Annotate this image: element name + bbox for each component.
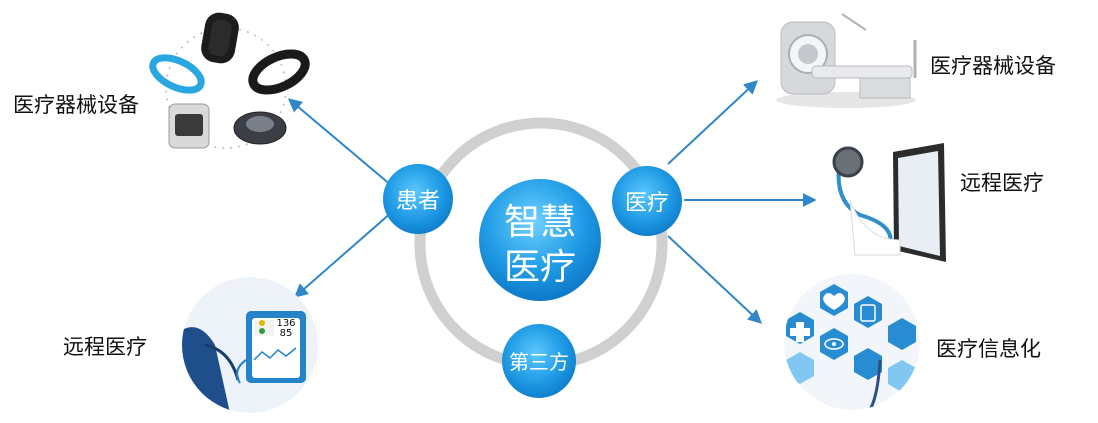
wearables-image xyxy=(149,12,310,149)
fitness-band-icon xyxy=(201,12,239,64)
center-node: 智慧 医疗 xyxy=(479,179,601,301)
arrow-patient-to-devices xyxy=(287,98,393,187)
heart-icon xyxy=(823,293,845,310)
cross-icon xyxy=(790,322,810,342)
arrow-medical-to-informatization xyxy=(667,235,763,324)
telemedicine-image xyxy=(832,143,946,262)
center-line1: 智慧 xyxy=(504,202,576,243)
third-party-node: 第三方 xyxy=(502,324,576,398)
clipboard-icon xyxy=(860,304,876,322)
medical-node: 医疗 xyxy=(612,166,682,236)
arrow-patient-to-remote xyxy=(293,211,393,298)
patient-node: 患者 xyxy=(383,164,453,234)
dark-band-icon xyxy=(233,111,287,145)
third-party-node-label: 第三方 xyxy=(509,350,569,374)
center-line2: 医疗 xyxy=(504,247,576,288)
monitor-value1: 136 xyxy=(276,318,295,329)
smartwatch-icon xyxy=(168,103,210,149)
label-bottom-right: 医疗信息化 xyxy=(936,337,1041,361)
bp-monitor-image: 136 85 xyxy=(182,277,318,413)
patient-node-label: 患者 xyxy=(396,189,440,214)
ct-scanner-image xyxy=(776,13,917,108)
eye-icon xyxy=(824,338,844,350)
arrow-medical-to-equipment xyxy=(667,80,759,165)
medical-node-label: 医疗 xyxy=(625,191,669,216)
monitor-value2: 85 xyxy=(280,328,293,339)
label-mid-right: 远程医疗 xyxy=(960,171,1044,195)
connector-arrows xyxy=(287,80,817,324)
label-bottom-left: 远程医疗 xyxy=(63,335,147,359)
label-top-right: 医疗器械设备 xyxy=(930,54,1056,78)
informatization-image xyxy=(784,274,920,410)
sport-band-icon xyxy=(248,49,310,95)
stethoscope-icon xyxy=(832,146,864,178)
blue-band-icon xyxy=(149,54,205,94)
label-top-left: 医疗器械设备 xyxy=(13,93,139,117)
